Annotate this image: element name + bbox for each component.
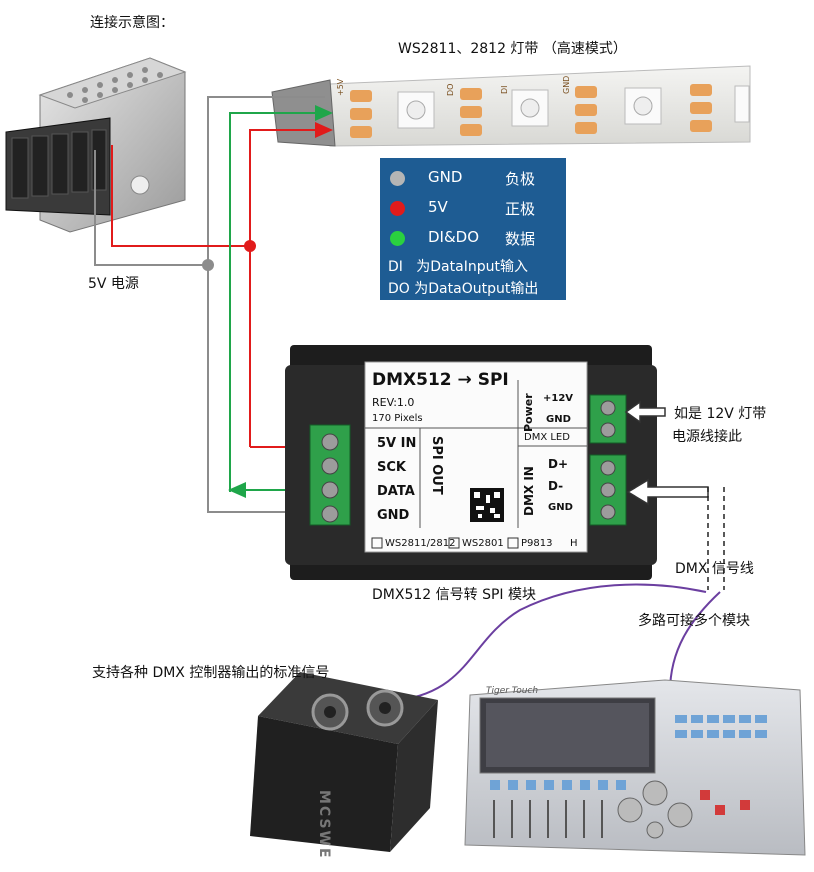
gnd-junction bbox=[202, 259, 214, 271]
dmx-pin-dminus: D- bbox=[548, 479, 564, 493]
5v-color-dot bbox=[390, 201, 405, 216]
wire-legend: GND 负极 5V 正极 DI&DO 数据 DI 为DataInput输入 DO… bbox=[380, 158, 566, 300]
dmx-led-label: DMX LED bbox=[524, 432, 570, 443]
power-pin-12v: +12V bbox=[543, 393, 574, 404]
legend-desc: 正极 bbox=[505, 200, 536, 218]
check-p9813: P9813 bbox=[521, 538, 553, 549]
multi-module-note: 多路可接多个模块 bbox=[638, 613, 750, 629]
dmx-purple-cables bbox=[399, 583, 721, 701]
legend-desc: 数据 bbox=[505, 230, 536, 248]
dmx-in-label: DMX IN bbox=[522, 466, 536, 516]
power12-note-line1: 如是 12V 灯带 bbox=[674, 406, 767, 422]
power-label: Power bbox=[522, 393, 535, 432]
console-brand: Tiger Touch bbox=[486, 686, 539, 696]
spi-pin-sck: SCK bbox=[377, 460, 406, 475]
gnd-color-dot bbox=[390, 171, 405, 186]
dmx-dashed-cable bbox=[707, 487, 725, 590]
dmx-signal-note: DMX 信号线 bbox=[675, 561, 754, 577]
power12-note-line2: 电源线接此 bbox=[672, 429, 742, 445]
strip-leds bbox=[397, 85, 750, 129]
lighting-console bbox=[464, 679, 806, 856]
strip-title: WS2811、2812 灯带 （高速模式） bbox=[398, 41, 627, 57]
dmx-pin-gnd: GND bbox=[548, 502, 573, 513]
strip-pad-label: +5V bbox=[336, 78, 345, 96]
dmx-spi-module bbox=[285, 345, 657, 580]
psu-label: 5V 电源 bbox=[88, 276, 139, 292]
spi-pin-gnd: GND bbox=[377, 508, 410, 523]
legend-row-5v: 5V 正极 bbox=[380, 194, 566, 222]
arrow-power12 bbox=[624, 400, 666, 424]
data-color-dot bbox=[390, 231, 405, 246]
legend-note-di: DI 为DataInput输入 bbox=[388, 259, 528, 275]
module-caption: DMX512 信号转 SPI 模块 bbox=[372, 587, 536, 603]
spi-out-label: SPI OUT bbox=[429, 436, 444, 495]
dmx-interface bbox=[250, 672, 438, 852]
legend-name: 5V bbox=[428, 198, 448, 216]
legend-row-gnd: GND 负极 bbox=[380, 164, 566, 192]
dmx-pin-dplus: D+ bbox=[548, 457, 569, 471]
module-title: DMX512 → SPI bbox=[372, 370, 509, 390]
controller-note: 支持各种 DMX 控制器输出的标准信号 bbox=[92, 665, 330, 681]
5v-junction bbox=[244, 240, 256, 252]
spi-pin-data: DATA bbox=[377, 484, 415, 499]
legend-name: GND bbox=[428, 168, 463, 186]
module-corner-mark: H bbox=[570, 538, 578, 549]
strip-pad-label: DO bbox=[446, 83, 455, 96]
page-title: 连接示意图： bbox=[90, 15, 174, 31]
module-rev: REV:1.0 bbox=[372, 396, 415, 409]
module-pixels: 170 Pixels bbox=[372, 413, 423, 424]
legend-note-do: DO 为DataOutput输出 bbox=[388, 281, 539, 297]
strip-pads bbox=[350, 84, 712, 138]
wire-gnd bbox=[94, 96, 325, 513]
check-ws2801: WS2801 bbox=[462, 538, 504, 549]
legend-desc: 负极 bbox=[505, 170, 536, 188]
spi-pin-5v: 5V IN bbox=[377, 436, 417, 451]
legend-name: DI&DO bbox=[428, 228, 480, 246]
strip-pad-label: DI bbox=[500, 85, 509, 94]
strip-pad-label: GND bbox=[562, 75, 571, 94]
power-pin-gnd: GND bbox=[546, 414, 571, 425]
check-ws2811: WS2811/2812 bbox=[385, 538, 456, 549]
legend-row-data: DI&DO 数据 bbox=[380, 224, 566, 252]
interface-brand: MCSWE bbox=[316, 790, 332, 860]
